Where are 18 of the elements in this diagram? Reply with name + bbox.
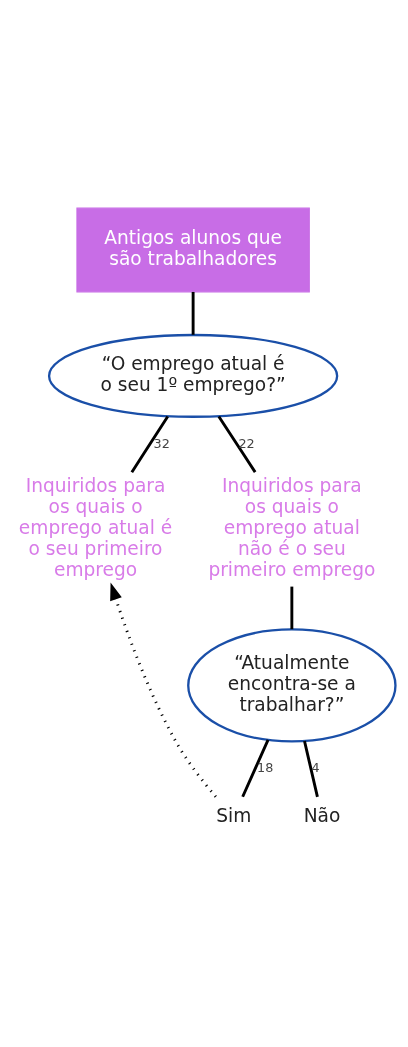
connector bbox=[130, 415, 169, 473]
edge-label: 4 bbox=[311, 760, 320, 776]
node-ellipse: “O emprego atual é o seu 1º emprego?” bbox=[47, 333, 338, 418]
node-ellipse: “Atualmente encontra-se a trabalhar?” bbox=[186, 628, 397, 743]
node-text: Sim bbox=[215, 805, 251, 827]
connector bbox=[217, 415, 256, 473]
connector bbox=[240, 739, 269, 798]
edge-label: 32 bbox=[153, 436, 170, 452]
node-text: Não bbox=[303, 805, 340, 827]
node-text: Inquiridos para os quais o emprego atual é o seu primeiro emprego bbox=[18, 475, 172, 580]
connector bbox=[289, 586, 293, 630]
edge-label: 18 bbox=[256, 760, 273, 776]
arrow bbox=[109, 582, 217, 798]
connector bbox=[191, 291, 195, 335]
edge-label: 22 bbox=[237, 436, 255, 452]
connector bbox=[302, 740, 319, 798]
node-box: Antigos alunos que são trabalhadores bbox=[75, 207, 310, 293]
node-text: Inquiridos para os quais o emprego atual não é o seu primeiro emprego bbox=[207, 475, 375, 580]
